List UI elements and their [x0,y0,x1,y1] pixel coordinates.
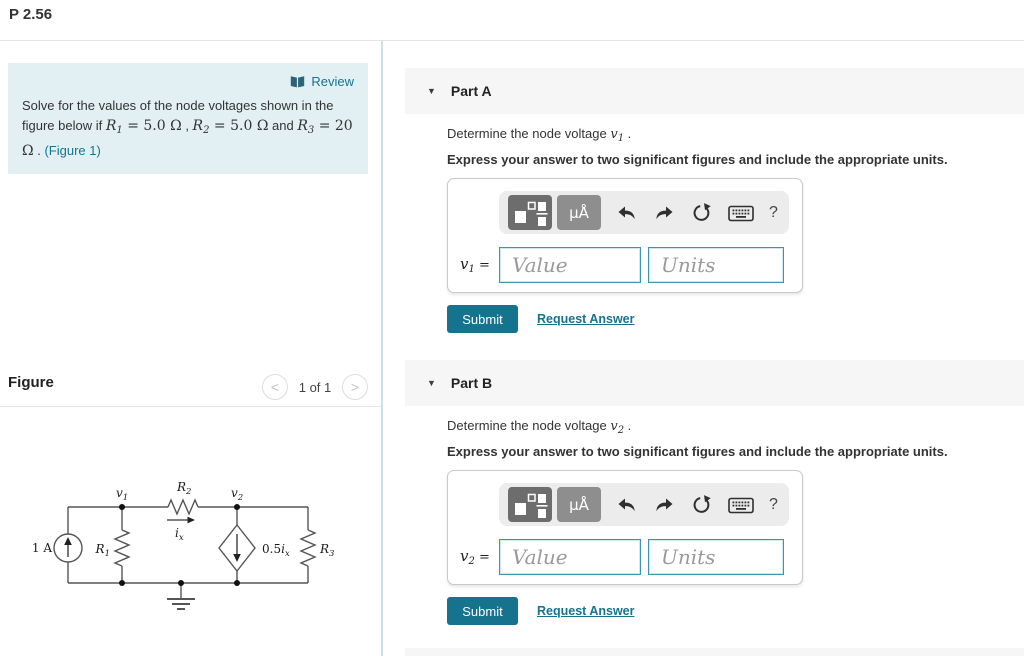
submit-button[interactable]: Submit [447,305,518,333]
units-button[interactable]: μÅ [557,487,601,522]
part-b-section: ▼ Part B Determine the node voltage v2 .… [405,360,1024,640]
resistor-r2 [167,498,199,516]
part-b-instruction: Express your answer to two significant f… [447,444,948,459]
submit-row: Submit Request Answer [447,597,634,625]
redo-icon[interactable] [653,204,675,222]
next-part-header[interactable] [405,648,1024,656]
ix-label: ix [175,526,184,543]
answer-row: v2 = [460,539,784,575]
figure-divider [0,406,381,407]
redo-icon[interactable] [653,496,675,514]
figure-link[interactable]: (Figure 1) [44,143,101,158]
book-icon [291,76,305,88]
problem-statement-box: Review Solve for the values of the node … [8,63,368,174]
part-a-prompt: Determine the node voltage v1 . [447,126,632,144]
value-input[interactable] [499,539,641,575]
answer-box: μÅ ? v2 = [447,470,803,585]
units-button-label: μÅ [569,203,589,222]
equation-toolbar: μÅ ? [499,483,789,526]
part-a-section: ▼ Part A Determine the node voltage v1 .… [405,68,1024,348]
reset-icon[interactable] [690,201,713,224]
help-icon[interactable]: ? [769,203,778,221]
units-button-label: μÅ [569,495,589,514]
top-header: P 2.56 [0,0,1024,41]
submit-row: Submit Request Answer [447,305,634,333]
figure-page-indicator: 1 of 1 [298,379,332,395]
resistor-r3 [299,529,317,567]
column-divider [381,41,383,656]
next-figure-button[interactable]: > [342,374,368,400]
v2-label: v2 [231,486,243,503]
problem-text-body: Solve for the values of the node voltage… [22,98,353,159]
problem-title: P 2.56 [9,6,53,23]
prev-figure-button[interactable]: < [262,374,288,400]
answer-label: v2 = [460,547,490,567]
keyboard-icon[interactable] [728,204,754,222]
review-row: Review [22,74,354,89]
value-input[interactable] [499,247,641,283]
part-a-title: Part A [450,83,492,99]
r2-label: R2 [176,480,191,497]
part-b-prompt: Determine the node voltage v2 . [447,418,632,436]
units-input[interactable] [648,247,784,283]
circuit-diagram: 1 A R1 R2 R3 v1 v2 ix 0.5ix [32,480,334,610]
part-a-instruction: Express your answer to two significant f… [447,152,948,167]
r1-label: R1 [95,542,110,559]
current-source-icon [53,533,83,563]
problem-text: Solve for the values of the node voltage… [22,96,354,161]
equation-template-button[interactable] [508,195,552,230]
answer-row: v1 = [460,247,784,283]
equation-template-icon [515,201,548,226]
equation-toolbar: μÅ ? [499,191,789,234]
request-answer-link[interactable]: Request Answer [537,604,635,618]
v1-label: v1 [116,486,128,503]
source-label: 1 A [32,541,52,555]
figure-heading: Figure [8,374,54,391]
review-link[interactable]: Review [311,74,354,89]
answer-box: μÅ ? v1 = [447,178,803,293]
answer-label: v1 = [460,255,490,275]
resistor-r1 [113,529,131,567]
collapse-icon: ▼ [427,378,436,388]
part-b-header[interactable]: ▼ Part B [405,360,1024,406]
undo-icon[interactable] [616,204,638,222]
part-a-header[interactable]: ▼ Part A [405,68,1024,114]
undo-icon[interactable] [616,496,638,514]
figure-pagination: < 1 of 1 > [262,374,368,400]
reset-icon[interactable] [690,493,713,516]
help-icon[interactable]: ? [769,495,778,513]
dependent-source-label: 0.5ix [262,542,290,559]
keyboard-icon[interactable] [728,496,754,514]
units-button[interactable]: μÅ [557,195,601,230]
equation-template-button[interactable] [508,487,552,522]
part-b-title: Part B [450,375,493,391]
equation-template-icon [515,493,548,518]
r3-label: R3 [319,542,334,559]
collapse-icon: ▼ [427,86,436,96]
request-answer-link[interactable]: Request Answer [537,312,635,326]
submit-button[interactable]: Submit [447,597,518,625]
units-input[interactable] [648,539,784,575]
